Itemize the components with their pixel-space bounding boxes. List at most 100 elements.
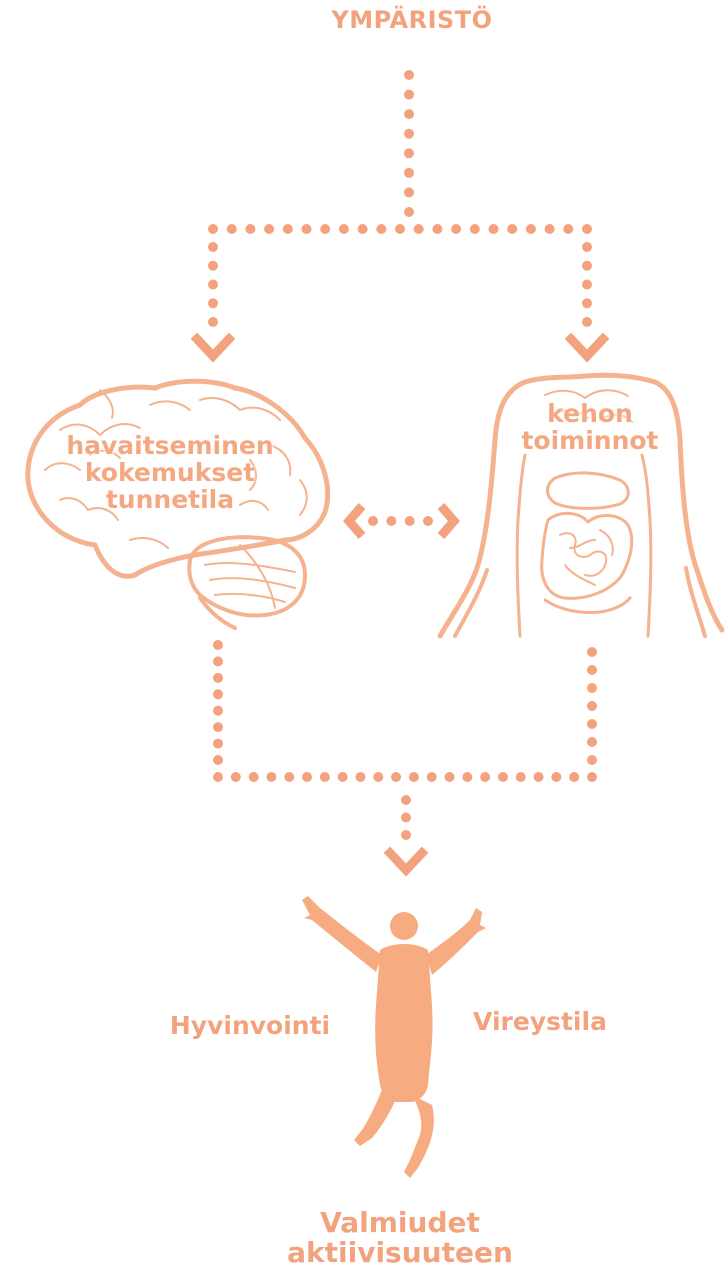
brain-label-line: havaitseminen xyxy=(20,432,320,459)
connector-dot xyxy=(507,224,517,234)
connector-dot xyxy=(284,772,294,782)
connector-dot xyxy=(386,516,396,526)
connector-dot xyxy=(516,772,526,782)
connector-dot xyxy=(587,772,597,782)
connector-dot xyxy=(498,772,508,782)
connector-dot xyxy=(213,689,223,699)
connector-dot xyxy=(376,224,386,234)
connector-dot xyxy=(208,317,218,327)
connector-dot xyxy=(534,772,544,782)
connector-dot xyxy=(208,298,218,308)
connector-dot xyxy=(302,772,312,782)
connector-dot xyxy=(409,772,419,782)
connector-dot xyxy=(569,772,579,782)
connector-dot xyxy=(395,224,405,234)
connector-dot xyxy=(208,280,218,290)
connector-dot xyxy=(545,224,555,234)
connector-dot xyxy=(401,795,411,805)
connector-dot xyxy=(563,224,573,234)
connector-dot xyxy=(462,772,472,782)
connector-dot xyxy=(213,673,223,683)
connector-dot xyxy=(213,656,223,666)
connector-dot xyxy=(339,224,349,234)
chevron-down-icon-bottom xyxy=(390,853,422,870)
connector-dot xyxy=(587,737,597,747)
connector-dot xyxy=(283,224,293,234)
chevron-down-icon-left xyxy=(197,339,229,356)
connector-dot xyxy=(582,261,592,271)
connector-dot xyxy=(245,224,255,234)
connector-dot xyxy=(582,242,592,252)
connector-dot xyxy=(551,772,561,782)
connector-dot xyxy=(582,224,592,234)
connector-dot xyxy=(480,772,490,782)
connector-dot xyxy=(404,207,414,217)
connector-dot xyxy=(423,516,433,526)
connector-dot xyxy=(249,772,259,782)
connector-dot xyxy=(582,298,592,308)
readiness-label: Valmiudet aktiivisuuteen xyxy=(240,1208,560,1268)
connector-dot xyxy=(526,224,536,234)
connector-dot xyxy=(414,224,424,234)
connector-dot xyxy=(213,640,223,650)
connector-dot xyxy=(587,683,597,693)
connector-dot xyxy=(404,90,414,100)
connector-dot xyxy=(227,224,237,234)
connector-dot xyxy=(302,224,312,234)
connector-dot xyxy=(213,722,223,732)
double-arrow-icon xyxy=(349,506,454,536)
environment-title: YMPÄRISTÖ xyxy=(262,8,562,34)
connector-dot xyxy=(213,739,223,749)
connector-dot xyxy=(405,516,415,526)
brain-label-line: kokemukset xyxy=(20,459,320,486)
connector-dot xyxy=(489,224,499,234)
connector-dot xyxy=(213,772,223,782)
body-label-line: toiminnot xyxy=(500,427,680,454)
connector-dot xyxy=(231,772,241,782)
connector-dot xyxy=(208,261,218,271)
connector-dot xyxy=(373,772,383,782)
alertness-label: Vireystila xyxy=(440,1008,640,1035)
connector-dot xyxy=(587,701,597,711)
connector-dot xyxy=(587,719,597,729)
brain-label: havaitseminen kokemukset tunnetila xyxy=(20,432,320,513)
connector-dot xyxy=(470,224,480,234)
connector-dot xyxy=(338,772,348,782)
connector-dot xyxy=(582,280,592,290)
connector-dot xyxy=(401,830,411,840)
connector-dot xyxy=(582,317,592,327)
connector-dot xyxy=(358,224,368,234)
connector-dot xyxy=(404,168,414,178)
connector-dot xyxy=(587,755,597,765)
connector-dot xyxy=(264,224,274,234)
wellbeing-label: Hyvinvointi xyxy=(140,1012,360,1039)
connector-dot xyxy=(266,772,276,782)
connector-dot xyxy=(427,772,437,782)
connector-dot xyxy=(451,224,461,234)
connector-dot xyxy=(368,516,378,526)
connector-dot xyxy=(445,772,455,782)
readiness-label-line: Valmiudet xyxy=(240,1208,560,1238)
connector-dot xyxy=(404,109,414,119)
connector-dot xyxy=(404,187,414,197)
connector-dot xyxy=(320,772,330,782)
body-functions-label: kehon toiminnot xyxy=(500,400,680,454)
connector-dot xyxy=(320,224,330,234)
connector-dot xyxy=(432,224,442,234)
connector-dot xyxy=(401,813,411,823)
chevron-down-icon-right xyxy=(571,339,603,356)
readiness-label-line: aktiivisuuteen xyxy=(240,1238,560,1268)
connector-dot xyxy=(208,224,218,234)
connector-dot xyxy=(404,129,414,139)
connector-dot xyxy=(391,772,401,782)
connector-dot xyxy=(404,70,414,80)
connector-dot xyxy=(213,706,223,716)
connector-dot xyxy=(213,755,223,765)
connector-dot xyxy=(587,665,597,675)
brain-label-line: tunnetila xyxy=(20,486,320,513)
connector-dot xyxy=(208,242,218,252)
connector-dot xyxy=(355,772,365,782)
connector-dot xyxy=(587,647,597,657)
